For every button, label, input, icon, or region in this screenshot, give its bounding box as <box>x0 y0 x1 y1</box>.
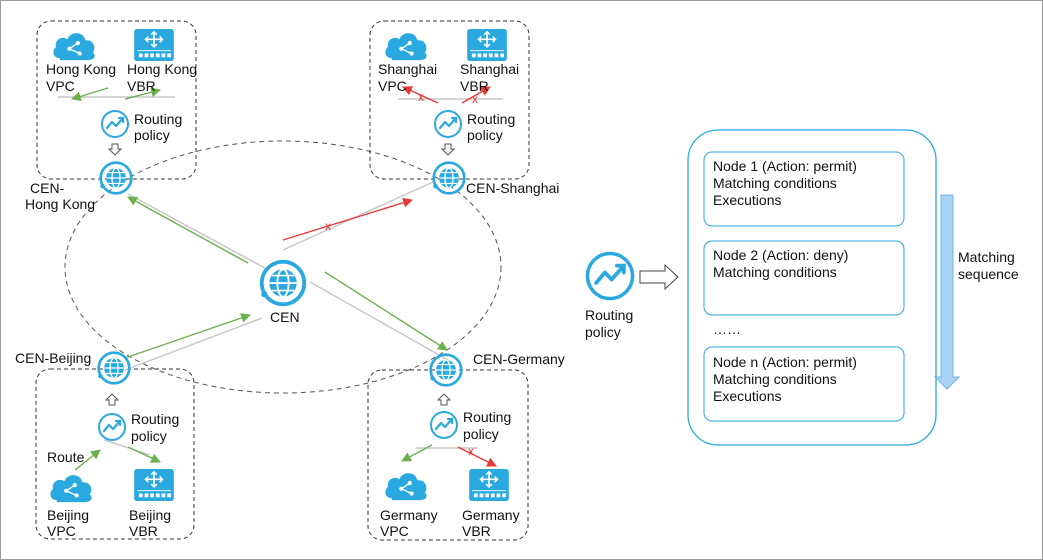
permit-arrows <box>71 87 448 471</box>
beijing-policy-label: Routing <box>131 411 179 427</box>
cen-germany-label: CEN-Germany <box>473 351 565 367</box>
hongkong-down-arrow-icon <box>108 143 122 156</box>
policy-node-2 <box>703 240 905 316</box>
arrow-beijing-to-cen <box>124 313 251 359</box>
arrow-cen-to-germany <box>324 271 448 351</box>
arrow-to-germany-vbr-denied <box>457 446 497 467</box>
matching-sequence-label: Matching <box>958 249 1015 265</box>
shanghai-policy-label: Routing <box>467 111 515 127</box>
region-box-hongkong <box>36 20 197 180</box>
shanghai-down-arrow-icon <box>441 143 455 156</box>
cen-hongkong-globe-icon <box>98 161 133 195</box>
cen-hongkong-label: Hong Kong <box>25 196 95 212</box>
node-n-executions: Executions <box>713 388 781 404</box>
node-1-title: Node 1 (Action: permit) <box>713 158 857 174</box>
shanghai-vpc-cloud-icon <box>384 32 428 61</box>
hongkong-policy-label: policy <box>134 127 170 143</box>
policy-node-1 <box>703 151 905 227</box>
node-n-conditions: Matching conditions <box>713 371 837 387</box>
cen-backbone-ellipse <box>64 140 502 394</box>
arrow-to-hongkong-vbr <box>124 87 161 100</box>
hongkong-vbr-label: VBR <box>127 78 156 94</box>
arrow-cen-to-hongkong <box>127 196 249 264</box>
arrow-to-shanghai-vpc-denied <box>402 86 439 104</box>
beijing-vpc-cloud-icon <box>49 474 93 503</box>
cen-center-globe-icon <box>259 259 307 307</box>
hongkong-routing-policy-icon <box>100 109 130 139</box>
beijing-routing-policy-icon <box>97 412 127 442</box>
germany-policy-label: policy <box>463 426 499 442</box>
arrow-cen-to-shanghai-denied <box>282 197 413 241</box>
shanghai-policy-label: policy <box>467 127 503 143</box>
beijing-route-label: Route <box>47 449 85 465</box>
shanghai-vbr-label: VBR <box>460 78 489 94</box>
germany-vpc-label: VPC <box>380 523 409 539</box>
beijing-policy-label: policy <box>131 428 167 444</box>
policy-nodes-panel <box>687 129 937 446</box>
deny-mark: x <box>472 92 478 106</box>
shanghai-vpc-label: VPC <box>378 78 407 94</box>
cen-beijing-globe-icon <box>96 351 131 385</box>
legend-routing-policy-icon <box>585 251 635 301</box>
arrow-beijing-vpc-to-policy <box>74 449 101 471</box>
arrow-to-germany-vpc <box>401 444 433 462</box>
germany-policy-label: Routing <box>463 409 511 425</box>
beijing-vpc-label: Beijing <box>47 507 89 523</box>
legend-policy-label: Routing <box>585 307 633 323</box>
beijing-vpc-label: VPC <box>47 523 76 539</box>
node-1-conditions: Matching conditions <box>713 175 837 191</box>
node-2-conditions: Matching conditions <box>713 264 837 280</box>
deny-mark: x <box>418 90 424 104</box>
nodes-ellipsis: …… <box>713 321 741 337</box>
beijing-vbr-label: VBR <box>129 523 158 539</box>
hongkong-vpc-cloud-icon <box>52 32 96 61</box>
germany-up-arrow-icon <box>437 393 451 406</box>
hongkong-vbr-label: Hong Kong <box>127 61 197 77</box>
deny-mark: x <box>325 219 331 233</box>
node-2-title: Node 2 (Action: deny) <box>713 247 848 263</box>
arrow-to-beijing-vbr <box>127 446 161 463</box>
region-box-shanghai <box>369 20 530 180</box>
node-1-executions: Executions <box>713 192 781 208</box>
germany-routing-policy-icon <box>429 410 459 440</box>
arrow-to-shanghai-vbr-denied <box>461 86 491 104</box>
hongkong-policy-label: Routing <box>134 111 182 127</box>
shanghai-vbr-router-icon <box>466 28 508 62</box>
germany-vpc-cloud-icon <box>384 472 428 501</box>
shanghai-vbr-label: Shanghai <box>460 61 519 77</box>
hongkong-vpc-label: Hong Kong <box>46 61 116 77</box>
germany-vbr-label: VBR <box>462 523 491 539</box>
germany-vbr-router-icon <box>468 468 510 502</box>
beijing-vbr-label: Beijing <box>129 507 171 523</box>
matching-sequence-label: sequence <box>958 266 1019 282</box>
matching-sequence-arrow-icon <box>933 194 961 390</box>
deny-arrows <box>282 86 497 467</box>
shanghai-vpc-label: Shanghai <box>378 61 437 77</box>
node-n-title: Node n (Action: permit) <box>713 354 857 370</box>
shanghai-routing-policy-icon <box>433 109 463 139</box>
hongkong-vpc-label: VPC <box>46 78 75 94</box>
cen-center-label: CEN <box>270 309 300 325</box>
beijing-vbr-router-icon <box>133 468 175 502</box>
cen-hongkong-label: CEN- <box>30 180 65 196</box>
germany-vbr-label: Germany <box>462 507 520 523</box>
policy-node-n <box>703 346 905 422</box>
arrow-to-hongkong-vpc <box>71 87 109 102</box>
hongkong-vbr-router-icon <box>133 28 175 62</box>
cen-shanghai-label: CEN-Shanghai <box>466 180 559 196</box>
legend-right-arrow-icon <box>639 263 679 291</box>
legend-policy-label: policy <box>585 324 621 340</box>
beijing-up-arrow-icon <box>105 393 119 406</box>
deny-mark: x <box>468 444 474 458</box>
germany-vpc-label: Germany <box>380 507 438 523</box>
cen-beijing-label: CEN-Beijing <box>15 350 91 366</box>
